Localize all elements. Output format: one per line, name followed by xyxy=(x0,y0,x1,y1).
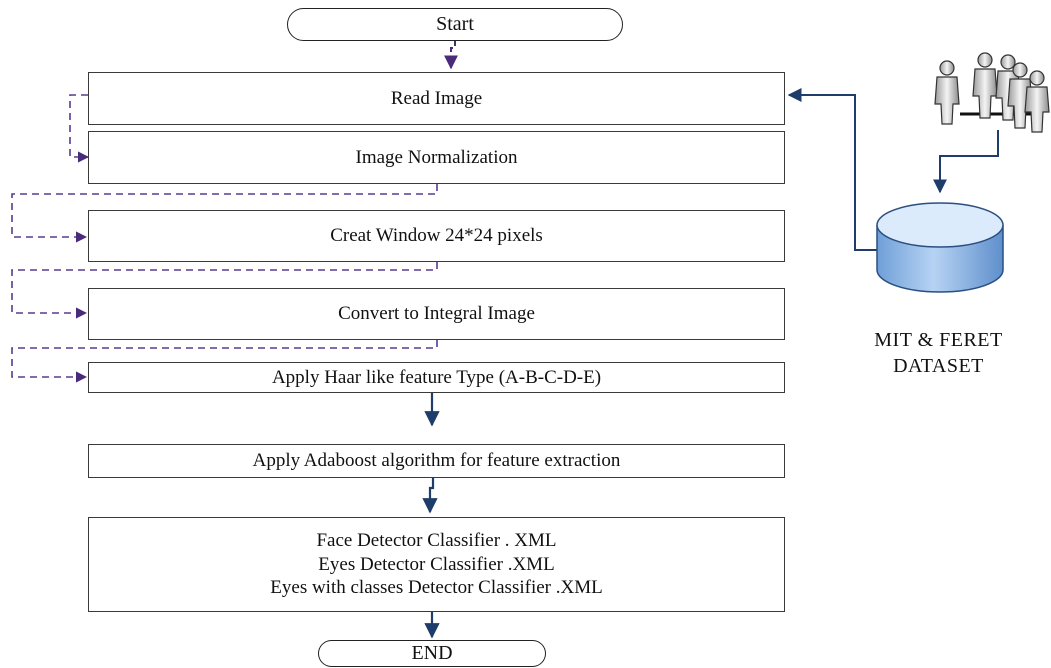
dataset-label-line2: DATASET xyxy=(893,355,984,377)
arrow-integral-to-haar xyxy=(11,340,438,383)
arrow-start-to-read xyxy=(444,40,458,70)
arrow-read-to-normalization xyxy=(69,94,90,163)
read-image-step: Read Image xyxy=(88,72,785,125)
arrow-dataset-to-read xyxy=(787,88,877,251)
dataset-label-line1: MIT & FERET xyxy=(874,329,1003,351)
haar-feature-step: Apply Haar like feature Type (A-B-C-D-E) xyxy=(88,362,785,393)
end-terminal: END xyxy=(318,640,546,667)
arrow-normalization-to-window xyxy=(11,184,438,243)
people-icon xyxy=(934,52,1050,133)
create-window-step: Creat Window 24*24 pixels xyxy=(88,210,785,262)
classifier-line: Face Detector Classifier . XML xyxy=(316,529,557,551)
classifier-output-box: Face Detector Classifier . XML Eyes Dete… xyxy=(88,517,785,612)
arrow-people-to-dataset xyxy=(933,130,999,194)
adaboost-step: Apply Adaboost algorithm for feature ext… xyxy=(88,444,785,478)
classifier-line: Eyes with classes Detector Classifier .X… xyxy=(270,577,603,599)
arrow-adaboost-to-classifier xyxy=(422,478,438,514)
dataset-label: MIT & FERET DATASET xyxy=(826,327,1051,379)
classifier-line: Eyes Detector Classifier .XML xyxy=(318,553,555,575)
arrow-window-to-integral xyxy=(11,262,438,319)
start-terminal: Start xyxy=(287,8,623,41)
integral-image-step: Convert to Integral Image xyxy=(88,288,785,340)
database-icon xyxy=(876,202,1004,293)
normalization-step: Image Normalization xyxy=(88,131,785,184)
